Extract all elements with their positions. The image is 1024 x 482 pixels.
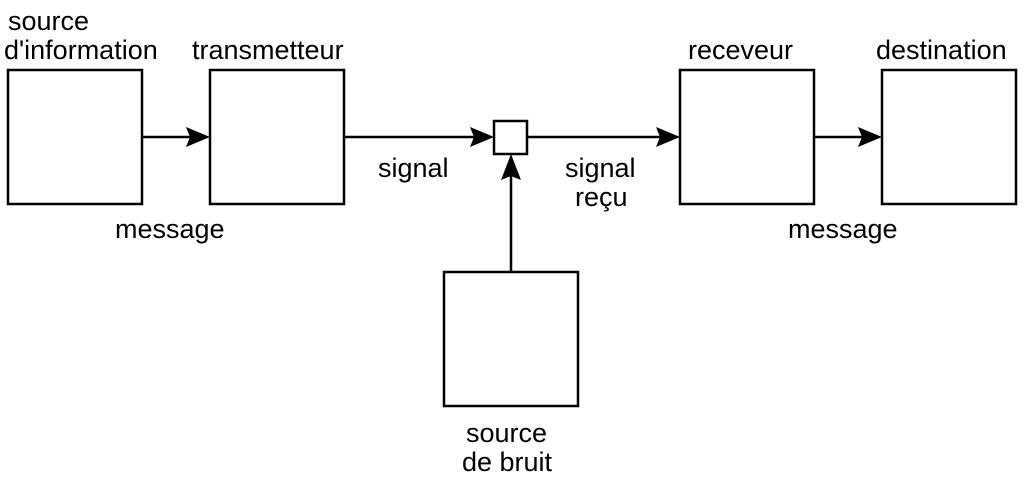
- signal-arrowhead: [470, 127, 494, 147]
- information-source-label-line2: d'information: [4, 35, 158, 65]
- destination-label: destination: [876, 35, 1007, 65]
- channel-junction: [492, 119, 529, 156]
- message-arrowhead-right: [858, 127, 882, 147]
- signal-label: signal: [378, 153, 449, 183]
- received-signal-label-line2: reçu: [575, 182, 628, 212]
- transmitter-box: [208, 68, 346, 206]
- message-label-left: message: [115, 214, 225, 244]
- receiver-box: [678, 68, 816, 206]
- destination-box: [880, 68, 1018, 206]
- transmitter-label: transmetteur: [192, 35, 344, 65]
- noise-source-label-line1: source: [466, 418, 547, 448]
- receiver-label: receveur: [688, 35, 793, 65]
- information-source-label-line1: source: [8, 6, 89, 36]
- received-signal-label-line1: signal: [565, 153, 636, 183]
- message-arrowhead-left: [186, 127, 210, 147]
- noise-source-box: [442, 270, 580, 408]
- information-source-box: [6, 68, 144, 206]
- noise-arrowhead: [501, 154, 521, 180]
- message-label-right: message: [788, 214, 898, 244]
- noise-source-label-line2: de bruit: [462, 447, 553, 477]
- received-signal-arrowhead: [656, 127, 680, 147]
